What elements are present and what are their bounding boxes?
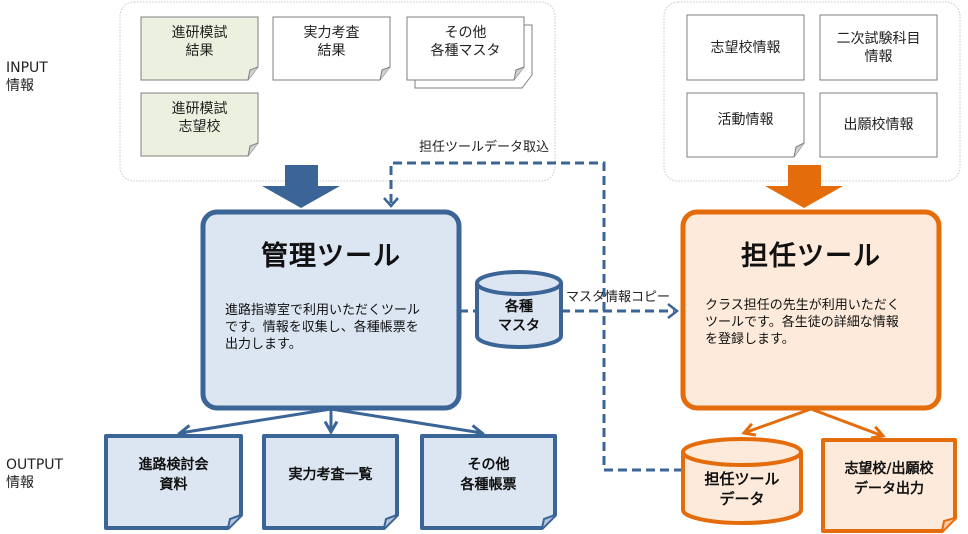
arrow-to-output-3 [330, 407, 485, 439]
teacher-db-label: 担任ツール データ [704, 470, 780, 508]
output-note-3-text: その他 各種帳票 [460, 457, 517, 493]
output-note-2 [262, 434, 399, 530]
output-note-3 [420, 434, 557, 530]
teacher-tool-description: クラス担任の先生が利用いただく ツールです。各生徒の詳細な情報 を登録します。 [705, 298, 900, 347]
output-section-label: OUTPUT 情報 [6, 457, 64, 491]
input-section-label: INPUT 情報 [6, 60, 48, 94]
dashed-flow-import [389, 161, 683, 472]
input-note-shinken-shibo [140, 92, 259, 157]
input-note-jitsuryoku-result [272, 16, 391, 81]
arrow-to-output-1 [177, 407, 332, 439]
copy-arrowhead [667, 303, 680, 319]
input-box-shibo [686, 14, 805, 81]
block-arrow-teacher [765, 165, 843, 208]
input-note-other-masters-text: その他 各種マスタ [430, 25, 501, 59]
teacher-db-cylinder [681, 437, 803, 525]
output-note-teacher [821, 438, 957, 533]
input-box-shutsugan-text: 出願校情報 [843, 117, 914, 133]
arrow-to-teacher-output [810, 407, 886, 440]
input-note-jitsuryoku-result-text: 実力考査 結果 [303, 25, 360, 59]
master-db-label: 各種 マスタ [498, 299, 540, 334]
input-note-other-masters [406, 16, 533, 89]
teacher-tool-box [680, 209, 942, 411]
copy-flow-label: マスタ情報コピー [566, 290, 671, 305]
output-note-2-text: 実力考査一覧 [288, 467, 373, 483]
import-flow-label: 担任ツールデータ取込 [419, 140, 550, 155]
input-box-shibo-text: 志望校情報 [710, 39, 781, 56]
input-note-shinken-shibo-text: 進研模試 志望校 [171, 101, 228, 135]
block-arrow-admin [262, 165, 340, 208]
master-db-cylinder [475, 270, 563, 349]
input-box-shutsugan [819, 92, 938, 158]
admin-tool-title: 管理ツール [261, 241, 401, 272]
input-box-niji-text: 二次試験科目 情報 [836, 30, 921, 65]
output-note-1-text: 進路検討会 資料 [138, 457, 209, 493]
input-note-katsudo [686, 92, 805, 158]
output-note-1 [104, 434, 243, 530]
input-box-niji [819, 14, 938, 81]
arrow-to-teacher-db [741, 407, 812, 437]
admin-tool-description: 進路指導室で利用いただくツール です。情報を収集し、各種帳票を 出力します。 [225, 303, 421, 352]
input-note-katsudo-text: 活動情報 [717, 112, 774, 128]
teacher-tool-title: 担任ツール [741, 241, 881, 272]
import-arrowhead [383, 197, 399, 208]
input-note-shinken-result [140, 16, 259, 81]
output-note-teacher-text: 志望校/出願校 データ出力 [844, 461, 934, 497]
input-note-shinken-result-text: 進研模試 結果 [171, 25, 228, 59]
